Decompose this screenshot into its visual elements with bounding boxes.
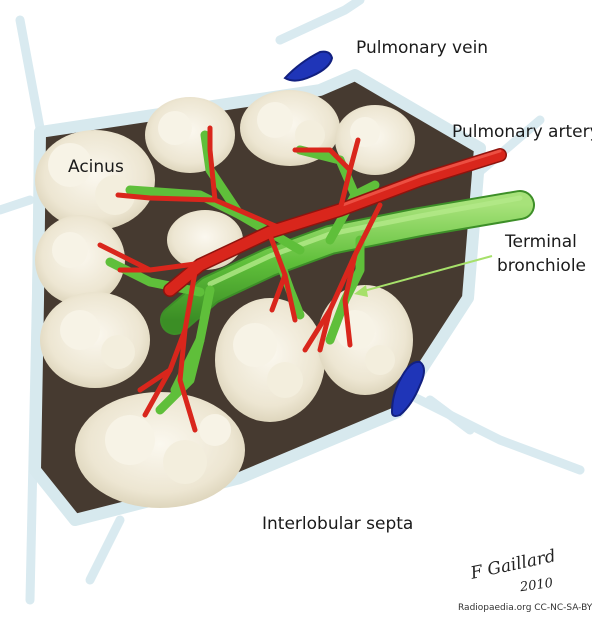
acinus-cluster (40, 292, 150, 388)
label-acinus: Acinus (68, 157, 124, 177)
acinus-cluster (215, 298, 325, 422)
label-interlobular-septa: Interlobular septa (262, 514, 413, 534)
acinus-cluster (145, 97, 235, 173)
image-credit: Radiopaedia.org CC-NC-SA-BY (458, 598, 592, 618)
label-pulmonary-vein: Pulmonary vein (356, 38, 488, 58)
label-terminal-bronchiole-line1: Terminal (505, 232, 577, 252)
acinus-cluster (35, 130, 155, 230)
label-terminal-bronchiole-line2: bronchiole (497, 256, 586, 276)
label-pulmonary-artery: Pulmonary artery (452, 122, 592, 142)
